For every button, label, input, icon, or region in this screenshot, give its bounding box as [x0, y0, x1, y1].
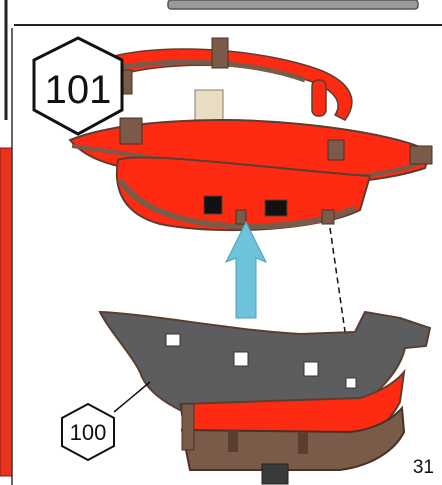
part-101-number: 101 — [45, 68, 112, 112]
page-number: 31 — [413, 457, 434, 479]
part-100-label: 100 — [62, 382, 150, 460]
part-101-label: 101 — [34, 38, 122, 134]
assembly-arrow — [226, 222, 266, 318]
lower-hull-part — [100, 312, 430, 484]
upper-hull-assembly — [70, 38, 432, 230]
part-100-number: 100 — [70, 420, 107, 445]
